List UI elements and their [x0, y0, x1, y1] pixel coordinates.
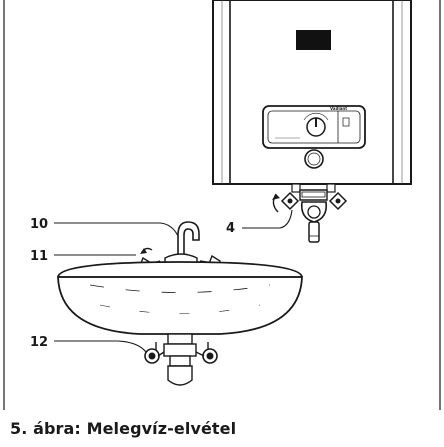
outlet-valve — [280, 183, 348, 243]
faucet-spout — [177, 221, 200, 257]
callout-4: 4 — [226, 221, 235, 236]
reset-button — [304, 149, 324, 169]
callout-leaders — [54, 209, 293, 353]
page-border — [3, 0, 441, 410]
control-panel: Vaillant — [262, 105, 366, 149]
water-heater: Vaillant — [212, 0, 412, 243]
callout-11: 11 — [30, 249, 48, 264]
svg-text:Vaillant: Vaillant — [330, 106, 347, 111]
wash-basin — [57, 221, 303, 386]
callout-10: 10 — [30, 217, 48, 232]
figure-caption: 5. ábra: Melegvíz-elvétel — [10, 419, 237, 438]
display-window — [296, 30, 331, 50]
callout-12: 12 — [30, 335, 48, 350]
